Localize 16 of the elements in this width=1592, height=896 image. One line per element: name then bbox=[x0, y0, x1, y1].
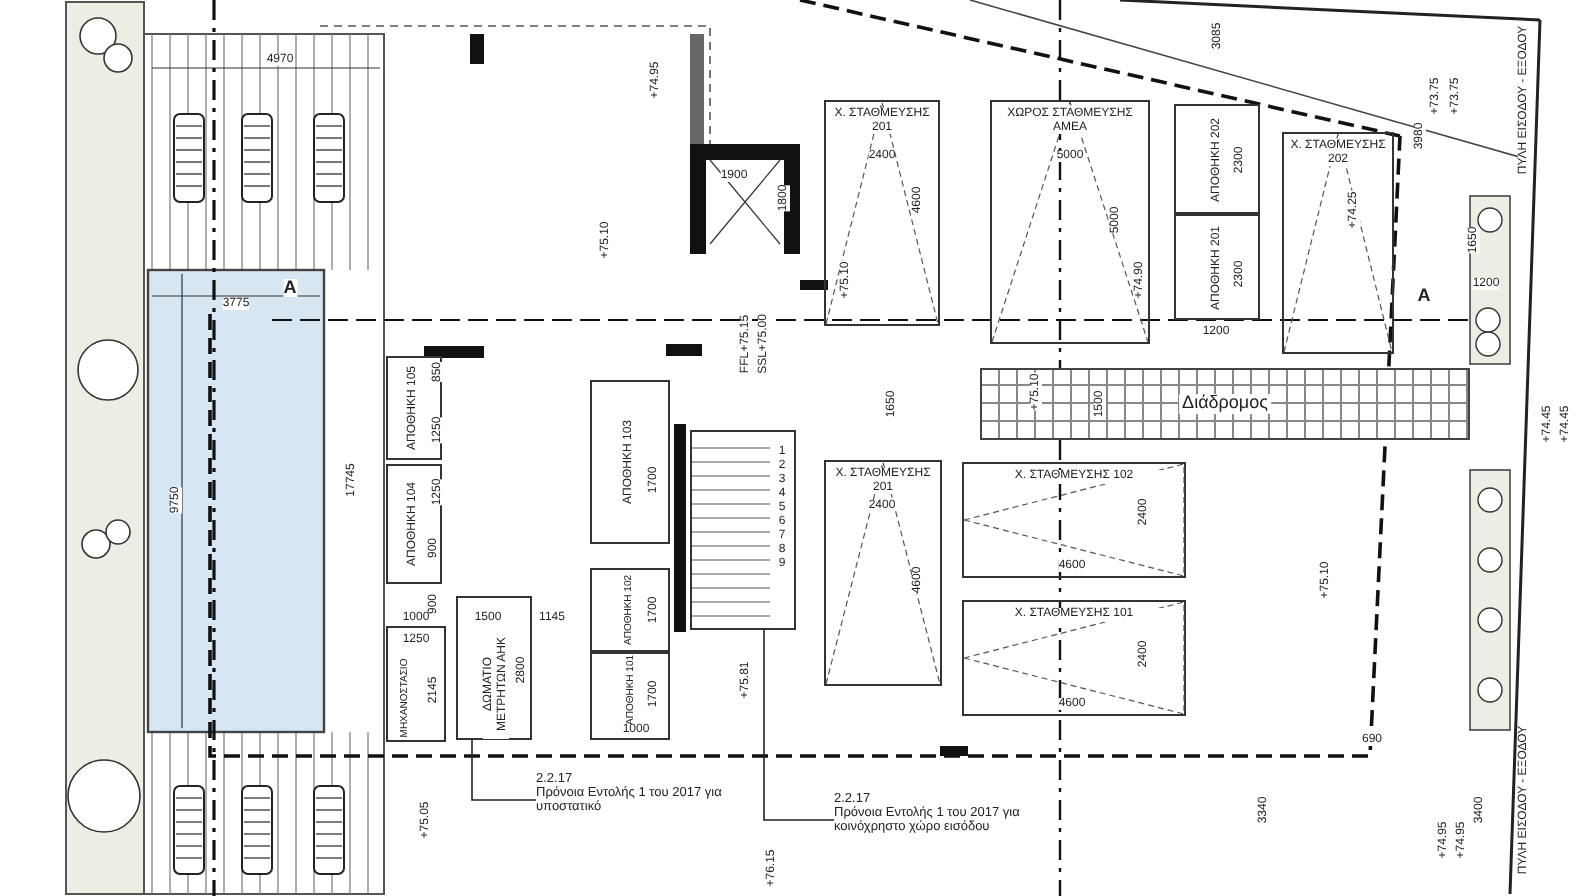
leader-line bbox=[763, 629, 835, 821]
storage-room bbox=[590, 380, 670, 544]
parking-space bbox=[1282, 132, 1394, 354]
storage-room bbox=[1174, 104, 1260, 214]
section-mark: A bbox=[1417, 287, 1431, 305]
section-mark: A bbox=[283, 279, 297, 297]
staircase bbox=[690, 430, 796, 630]
parking-space bbox=[824, 460, 942, 686]
meter-room bbox=[456, 596, 532, 740]
parking-space bbox=[962, 462, 1186, 578]
corridor bbox=[980, 368, 1470, 440]
parking-space bbox=[990, 100, 1150, 344]
room-label: Διάδρομος bbox=[1178, 394, 1272, 414]
storage-room bbox=[1174, 214, 1260, 320]
leader-line bbox=[471, 739, 537, 801]
parking-space bbox=[962, 600, 1186, 716]
